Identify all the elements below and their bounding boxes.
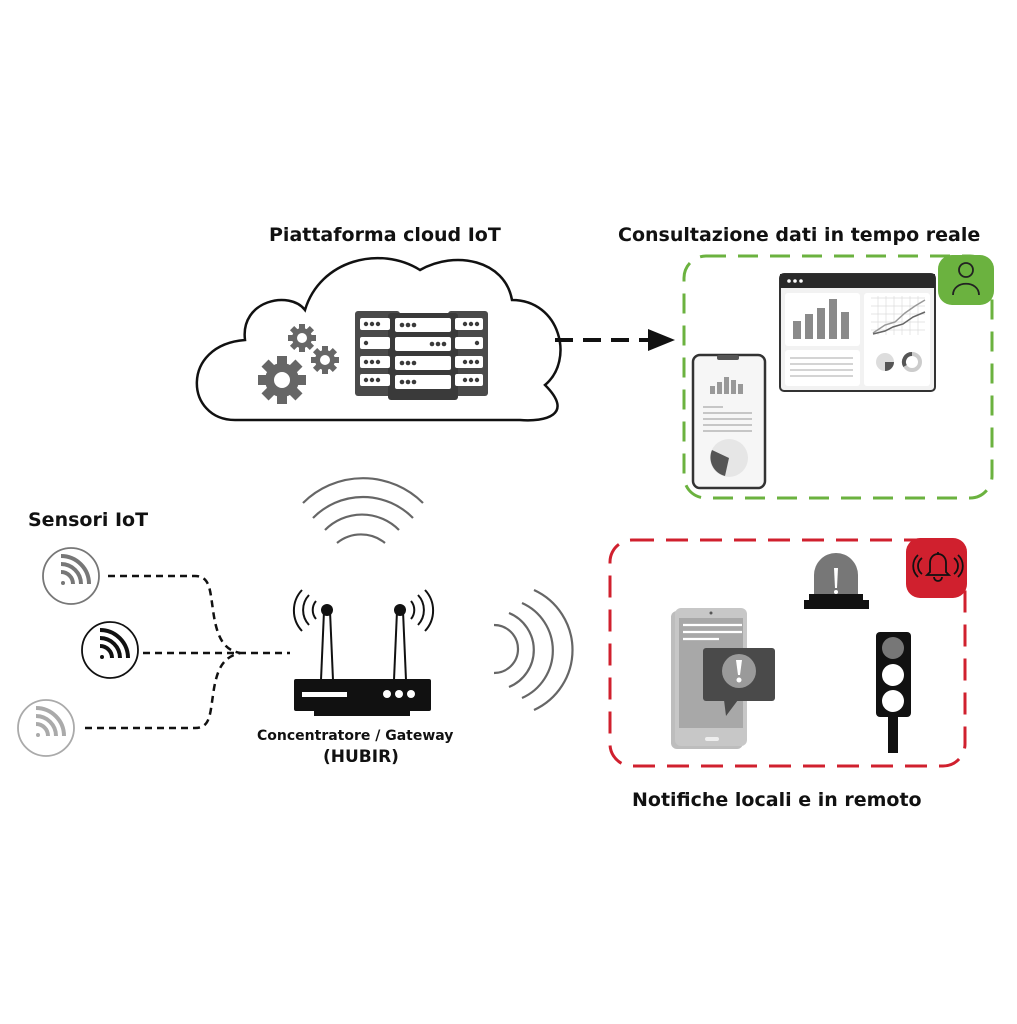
smartphone-alert-icon xyxy=(671,608,775,749)
notifications-title: Notifiche locali e in remoto xyxy=(632,789,922,811)
donut-chart-icon xyxy=(901,351,922,372)
sensor-1[interactable] xyxy=(42,547,100,605)
gears-icon xyxy=(258,324,339,404)
bar-chart-icon xyxy=(793,299,849,339)
gateway-sublabel: (HUBIR) xyxy=(323,747,399,767)
wifi-waves-up xyxy=(302,477,424,544)
notifications-frame xyxy=(608,538,967,768)
siren-light-icon xyxy=(804,553,869,609)
sensor-3[interactable] xyxy=(17,699,75,757)
user-icon xyxy=(952,262,980,296)
user-badge[interactable] xyxy=(938,255,994,305)
server-rack-icon xyxy=(355,311,488,400)
wifi-waves-right xyxy=(493,589,574,711)
ringing-bell-icon xyxy=(912,552,964,582)
cloud-platform-title: Piattaforma cloud IoT xyxy=(269,224,501,246)
iot-sensors-title: Sensori IoT xyxy=(28,509,149,531)
desktop-dashboard xyxy=(779,273,936,392)
router-icon xyxy=(292,589,435,716)
smartphone-dashboard xyxy=(691,353,767,490)
gateway-label: Concentratore / Gateway xyxy=(257,728,454,744)
sensor-2[interactable] xyxy=(81,621,139,679)
wireless-signal-icon xyxy=(35,706,66,737)
alarm-badge[interactable] xyxy=(906,538,967,598)
cloud-to-dashboard-arrow xyxy=(555,329,675,351)
sensor-connectors xyxy=(85,574,290,730)
pie-chart-icon xyxy=(876,353,894,371)
wireless-signal-icon xyxy=(99,628,130,659)
realtime-data-frame xyxy=(682,254,994,500)
traffic-light-icon xyxy=(876,632,911,753)
wireless-signal-icon xyxy=(60,554,91,585)
warning-icon xyxy=(722,654,756,688)
line-chart-icon xyxy=(871,296,926,335)
realtime-data-title: Consultazione dati in tempo reale xyxy=(618,224,981,246)
